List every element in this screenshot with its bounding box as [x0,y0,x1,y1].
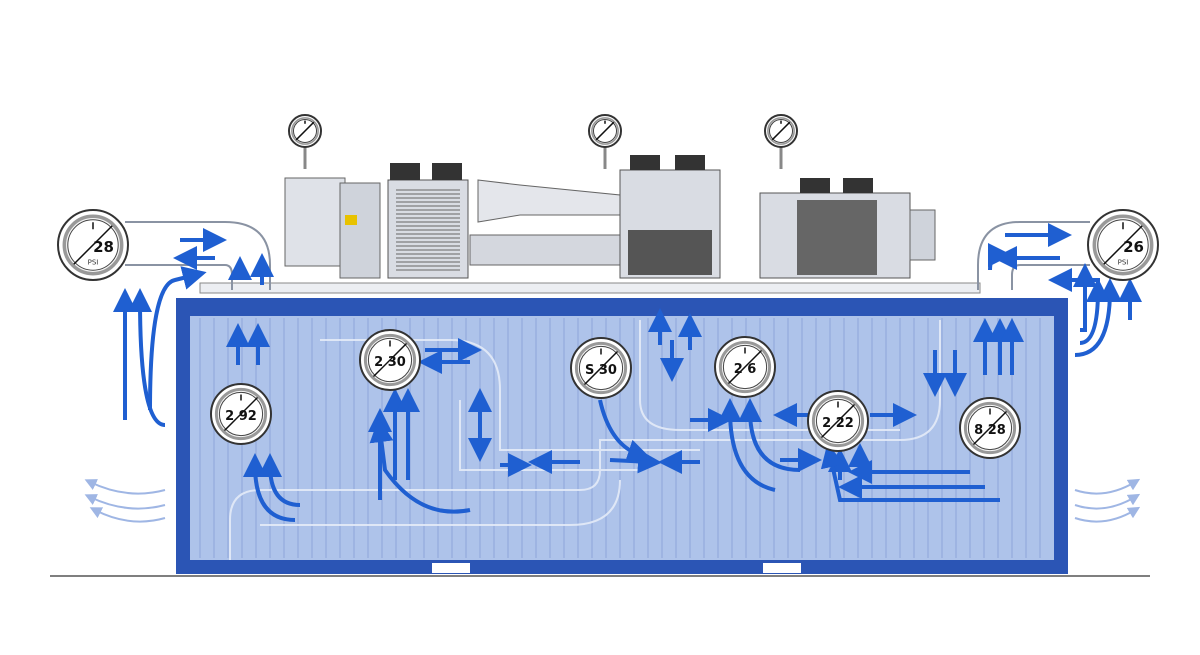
control-cabinet [284,177,381,279]
compressor-unit-2 [619,155,721,279]
ambient-airflow-arrow [84,494,166,510]
pressure-gauge-inner-2: 2 30 [359,329,421,391]
flow-arrow [148,266,207,411]
flow-arrow [243,453,296,522]
flow-arrow [718,398,776,492]
gauge-needle [73,225,113,265]
pressure-gauge-top-3 [764,114,798,169]
ambient-airflow-arrow [84,479,166,495]
gauge-needle [727,349,763,385]
gauge-reading: 8 28 [974,423,1006,438]
flow-arrow [1074,278,1122,357]
flow-arrow [369,418,471,514]
ambient-airflow-arrow [1074,493,1141,510]
compressor-unit-1 [387,163,469,279]
gauge-reading: 28 [93,238,114,256]
equipment-platform [199,282,981,294]
flow-arrow [1073,263,1097,332]
pressure-gauge-top-2 [588,114,622,169]
gauge-needle [972,410,1008,446]
pressure-gauge-inner-4: 2 6 [714,336,776,398]
pressure-gauge-inner-1: 2 92 [210,383,272,445]
flow-arrow [598,399,652,463]
gauge-reading: 2 30 [374,355,406,370]
gauge-reading: 2 22 [822,416,854,431]
flow-arrows [84,223,1142,523]
flow-arrow [609,449,662,474]
flow-arrow [258,453,301,507]
forklift-pocket-right [763,563,801,573]
flow-arrow [128,288,166,427]
ambient-airflow-arrow [1074,506,1141,523]
gauge-needle [583,350,619,386]
flow-arrow [1079,278,1110,345]
flow-arrow [987,243,1012,271]
gauge-needle [595,121,615,141]
gauge-needle [223,396,259,432]
internal-piping [229,320,941,560]
ambient-airflow-arrow [1074,478,1141,495]
gauge-needle [820,403,856,439]
pressure-gauge-inner-3: S 30 [570,337,632,399]
gauge-needle [771,121,791,141]
gauge-needle [1103,225,1143,265]
gauge-unit: PSI [88,258,99,266]
ambient-airflow-arrow [89,507,166,523]
gauge-needle [372,342,408,378]
flow-arrow [820,443,1000,502]
gauge-reading: 2 6 [734,362,757,377]
air-duct [469,179,621,266]
gauge-reading: 2 92 [225,409,257,424]
gauge-reading: 26 [1123,238,1144,256]
gauge-reading: S 30 [585,363,617,378]
gauge-unit: PSI [1118,258,1129,266]
pressure-gauge-inner-6: 8 28 [959,397,1021,459]
compressor-unit-3 [759,178,936,279]
forklift-pocket-left [432,563,470,573]
pressure-gauge-top-1 [288,114,322,169]
pressure-gauge-inner-5: 2 22 [807,390,869,452]
gauge-needle [295,121,315,141]
flow-arrow [738,398,801,472]
